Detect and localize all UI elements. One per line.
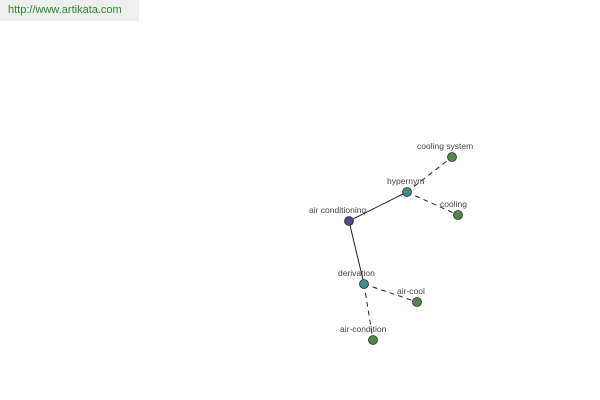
node-label-hypernym: hypernym bbox=[387, 176, 424, 186]
node-label-air-cool: air-cool bbox=[397, 286, 425, 296]
edge-hypernym-to-cooling-system bbox=[406, 156, 453, 193]
nodes-layer bbox=[344, 152, 463, 345]
node-label-derivation: derivation bbox=[338, 268, 375, 278]
node-air-cool[interactable] bbox=[412, 297, 422, 307]
labels-layer: air conditioning hypernym derivation coolin… bbox=[309, 141, 473, 334]
edge-air-conditioning-to-derivation bbox=[348, 220, 365, 285]
edge-air-conditioning-to-hypernym bbox=[348, 191, 408, 222]
node-cooling[interactable] bbox=[453, 210, 463, 220]
node-label-cooling-system: cooling system bbox=[417, 141, 473, 151]
edge-derivation-to-air-cool bbox=[363, 283, 418, 303]
edge-derivation-to-air-condition bbox=[363, 283, 374, 341]
node-label-air-condition: air-condition bbox=[340, 324, 387, 334]
node-label-cooling: cooling bbox=[440, 199, 467, 209]
node-hypernym[interactable] bbox=[402, 187, 412, 197]
node-derivation[interactable] bbox=[359, 279, 369, 289]
node-air-conditioning[interactable] bbox=[344, 216, 354, 226]
edge-hypernym-to-cooling bbox=[406, 191, 459, 216]
artikata-url-watermark[interactable]: http://www.artikata.com bbox=[0, 0, 139, 21]
node-air-condition[interactable] bbox=[368, 335, 378, 345]
node-cooling-system[interactable] bbox=[447, 152, 457, 162]
node-label-air-conditioning: air conditioning bbox=[309, 205, 366, 215]
edges-layer bbox=[348, 156, 459, 341]
